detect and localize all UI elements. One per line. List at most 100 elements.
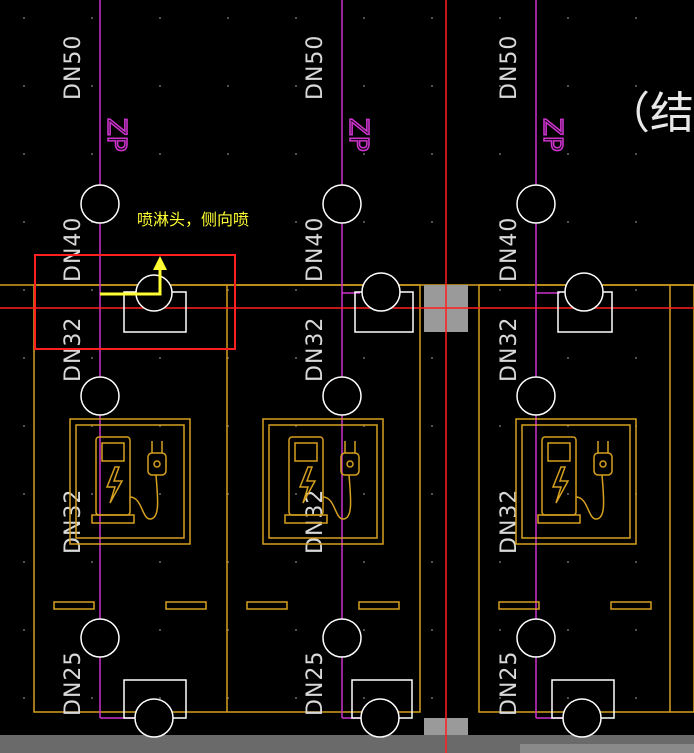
grid-dot <box>295 289 297 291</box>
grid-dot <box>431 85 433 87</box>
grid-dot <box>567 17 569 19</box>
grid-dot <box>499 493 501 495</box>
grid-dot <box>431 357 433 359</box>
grid-dot <box>431 221 433 223</box>
pipe-column-3: DN50 DN40 DN32 DN32 DN25 <box>497 35 522 716</box>
sprinkler-head-icon[interactable] <box>516 184 556 224</box>
pipe-column-1: DN50 DN40 DN32 DN32 DN25 <box>61 35 86 716</box>
power-plug-icon <box>340 441 360 476</box>
ev-charger-icon[interactable] <box>69 418 191 545</box>
structure-note: （结构 <box>606 88 694 139</box>
grid-dot <box>23 425 25 427</box>
sprinkler-head-icon[interactable] <box>80 618 120 658</box>
pipe-size-label: DN50 <box>61 35 86 100</box>
grid-dot <box>431 697 433 699</box>
pipe-size-label: DN40 <box>303 217 328 282</box>
grid-dot <box>499 221 501 223</box>
power-plug-icon <box>593 441 613 476</box>
grid-dot <box>295 493 297 495</box>
ev-charger-icon[interactable] <box>515 418 637 545</box>
grid-dot <box>295 221 297 223</box>
grid-dot <box>295 629 297 631</box>
grid-dot <box>499 425 501 427</box>
sprinkler-head-icon[interactable] <box>80 184 120 224</box>
grid-dot <box>499 85 501 87</box>
grid-dot <box>23 289 25 291</box>
grid-dot <box>159 357 161 359</box>
grid-dot <box>499 289 501 291</box>
ev-chargers <box>69 418 637 545</box>
sprinkler-head-icon[interactable] <box>322 618 362 658</box>
grid-dot <box>23 221 25 223</box>
pipe-size-label: DN25 <box>497 651 522 716</box>
grid-dot <box>431 153 433 155</box>
sprinkler-head-icon[interactable] <box>516 618 556 658</box>
grid-dot <box>295 357 297 359</box>
grid-dot <box>159 17 161 19</box>
grid-dot <box>363 493 365 495</box>
grid-dot <box>567 85 569 87</box>
grid-dot <box>159 493 161 495</box>
wheel-stops <box>53 601 652 610</box>
grid-dot <box>431 629 433 631</box>
sprinkler-head-icon[interactable] <box>322 184 362 224</box>
sprinkler-pipes <box>99 0 580 719</box>
grid-dot <box>567 629 569 631</box>
grid-dot <box>363 697 365 699</box>
grid-dot <box>567 357 569 359</box>
grid-dot <box>227 221 229 223</box>
grid-dot <box>159 153 161 155</box>
grid-dot <box>567 221 569 223</box>
sprinkler-head-icon[interactable] <box>80 376 120 416</box>
grid-dot <box>635 153 637 155</box>
grid-dot <box>23 85 25 87</box>
grid-dot <box>567 697 569 699</box>
grid-dot <box>227 17 229 19</box>
pipe-size-label: DN32 <box>303 489 328 554</box>
pipe-size-label: DN25 <box>61 651 86 716</box>
grid-dot <box>23 629 25 631</box>
grid-dot <box>363 357 365 359</box>
dot-grid <box>23 17 637 699</box>
grid-dot <box>499 697 501 699</box>
zp-labels: ZP ZP ZP <box>100 117 568 152</box>
structural-columns <box>0 285 694 753</box>
pipe-size-label: DN32 <box>497 317 522 382</box>
grid-dot <box>23 697 25 699</box>
grid-dot <box>295 561 297 563</box>
highlight-box <box>34 254 236 350</box>
power-plug-icon <box>147 441 167 476</box>
grid-dot <box>91 85 93 87</box>
side-sprinklers <box>123 272 615 738</box>
grid-dot <box>91 357 93 359</box>
grid-dot <box>499 357 501 359</box>
pipe-size-label: DN40 <box>497 217 522 282</box>
grid-dot <box>499 17 501 19</box>
grid-dot <box>159 561 161 563</box>
grid-dot <box>431 425 433 427</box>
grid-dot <box>91 153 93 155</box>
grid-dot <box>159 697 161 699</box>
ev-charger-icon[interactable] <box>262 418 384 545</box>
pipe-column-2: DN50 DN40 DN32 DN32 DN25 <box>303 35 328 716</box>
grid-dot <box>635 357 637 359</box>
grid-dot <box>363 221 365 223</box>
grid-dot <box>499 629 501 631</box>
grid-dot <box>431 17 433 19</box>
pipe-size-label: DN32 <box>497 489 522 554</box>
grid-dot <box>567 153 569 155</box>
zp-pipe-tag: ZP <box>101 118 131 152</box>
pipe-size-label: DN25 <box>303 651 328 716</box>
grid-dot <box>91 17 93 19</box>
grid-dot <box>227 85 229 87</box>
grid-dot <box>295 17 297 19</box>
pipe-size-label: DN32 <box>303 317 328 382</box>
grid-dot <box>23 153 25 155</box>
grid-dot <box>159 85 161 87</box>
sprinkler-head-icon[interactable] <box>322 376 362 416</box>
sprinkler-head-icon[interactable] <box>516 376 556 416</box>
grid-dot <box>23 493 25 495</box>
grid-dot <box>635 85 637 87</box>
grid-dot <box>567 561 569 563</box>
